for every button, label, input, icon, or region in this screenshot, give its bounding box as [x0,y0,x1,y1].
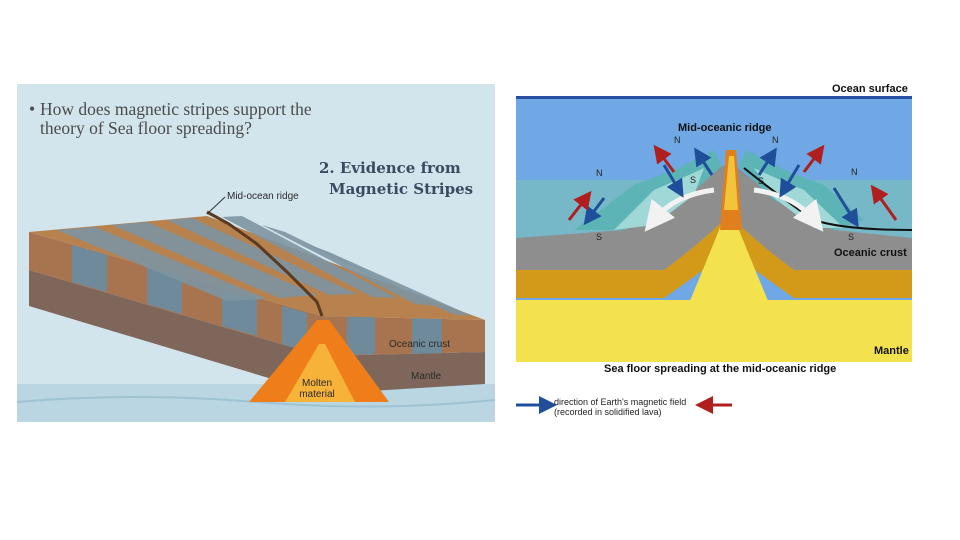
pole-label-s: S [690,175,696,185]
cross-section-panel: Ocean surface Mid-oceanic ridge Oceanic … [514,80,914,430]
bullet: • [29,100,35,119]
diagram-caption: Sea floor spreading at the mid-oceanic r… [604,363,836,375]
label-mid-ocean-ridge: Mid-ocean ridge [227,191,299,202]
label-oceanic-crust: Oceanic crust [389,339,450,350]
pole-label-s: S [596,232,602,242]
label-molten-line2: material [299,389,335,400]
legend-line2: (recorded in solidified lava) [554,407,686,417]
label-oceanic-crust: Oceanic crust [834,247,907,259]
block-diagram-panel: • How does magnetic stripes support the … [17,84,495,422]
pole-label-n: N [596,168,603,178]
pole-label-s: S [848,232,854,242]
evidence-heading-line1: 2. Evidence from [319,158,479,179]
pole-label-n: N [772,135,779,145]
label-ocean-surface: Ocean surface [832,83,908,95]
question-text: How does magnetic stripes support the th… [29,100,349,138]
pole-label-n: N [674,135,681,145]
pole-label-s: S [758,176,764,186]
legend-line1: direction of Earth's magnetic field [554,397,686,407]
evidence-heading: 2. Evidence from Magnetic Stripes [319,158,479,200]
evidence-heading-line2: Magnetic Stripes [319,179,479,200]
label-molten-material: Molten material [299,378,335,400]
legend-text: direction of Earth's magnetic field (rec… [554,397,686,417]
question-text-block: • How does magnetic stripes support the … [29,100,349,138]
label-mantle-right: Mantle [874,345,909,357]
label-molten-line1: Molten [299,378,335,389]
label-mantle: Mantle [411,371,441,382]
pole-label-n: N [851,167,858,177]
label-mid-oceanic-ridge: Mid-oceanic ridge [678,122,772,134]
